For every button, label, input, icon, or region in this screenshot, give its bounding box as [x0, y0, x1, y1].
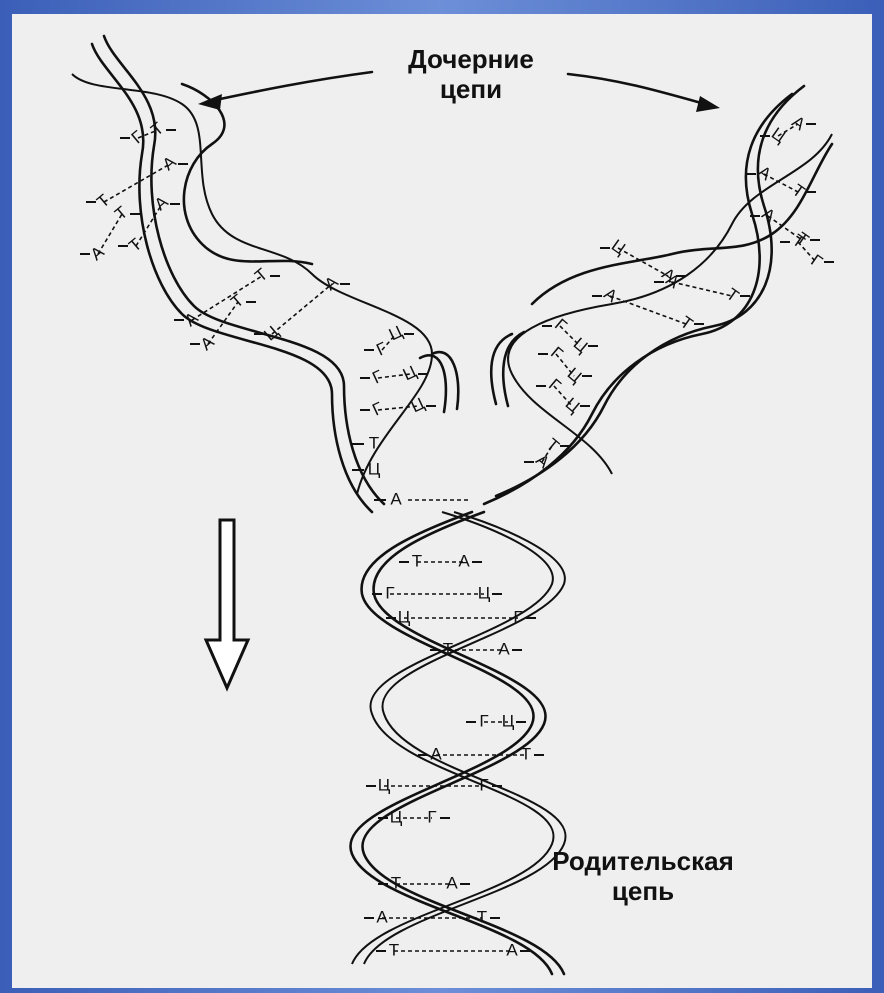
parent-pair-9-left-base: А [376, 907, 388, 926]
fork-left-pair-2-right-base: Ц [408, 394, 428, 417]
parent-pair-10-left-base: Т [389, 940, 399, 959]
left-daughter-pair-5-left-base: Т [93, 191, 113, 212]
parent-pair-0-left-base: Т [412, 551, 422, 570]
fork-right-pair-1-left-base: Г [547, 343, 566, 363]
right-daughter-pair-4-left-base: Ц [768, 124, 790, 147]
left-daughter-pair-3-right-base: Т [111, 203, 131, 224]
parent-pair-2-right-base: Г [513, 607, 522, 626]
right-daughter-pair-0-left-base: Ц [608, 236, 630, 259]
fork-right-pair-2-left-base: Г [545, 375, 564, 395]
arrow-right-daughter [568, 74, 712, 106]
right-daughter-pair-1-right-base: Т [723, 284, 742, 306]
parent-pair-4-right-base: Ц [502, 711, 515, 730]
left-daughter-pair-0-left-base: А [197, 332, 218, 354]
parent-pair-8-left-base: Т [391, 873, 401, 892]
parent-pair-8-right-base: А [446, 873, 458, 892]
left-daughter-pair-6-right-base: Т [147, 119, 167, 140]
left-daughter-pair-1-right-base: Т [251, 265, 271, 286]
parent-pair-7-right-base: Г [427, 807, 436, 826]
fork-unpaired-base-0: Т [369, 433, 379, 452]
parent-pair-1-right-base: Ц [478, 583, 491, 602]
right-daughter-pair-6-right-base: Г [807, 251, 825, 272]
left-daughter-pair-2-left-base: Ц [260, 322, 282, 345]
parent-pair-9-right-base: Т [477, 907, 487, 926]
parent-pair-5-right-base: Т [521, 744, 531, 763]
daughter-strands-label: Дочерние цепи [376, 44, 566, 104]
parent-strand-label-line1: Родительская [528, 846, 758, 876]
parent-pair-3-right-base: А [498, 639, 510, 658]
left-daughter-pair-3-bond [98, 214, 122, 254]
daughter-strands-label-line2: цепи [376, 74, 566, 104]
daughter-strands-label-line1: Дочерние [376, 44, 566, 74]
left-daughter-pair-4-left-base: Т [125, 235, 145, 256]
fork-left-pair-0-left-base: Г [373, 339, 389, 360]
parent-pair-4-left-base: Г [479, 711, 488, 730]
left-daughter-pair-3-left-base: А [87, 242, 108, 264]
parent-pair-1-left-base: Г [385, 583, 394, 602]
parent-pair-0-right-base: А [458, 551, 470, 570]
direction-arrow [206, 520, 248, 688]
fork-unpaired-base-1: Ц [368, 459, 381, 478]
arrow-left-daughter [206, 72, 372, 102]
fork-left-pair-2-left-base: Г [369, 399, 385, 420]
right-daughter-helix [484, 86, 832, 504]
fork-right-pair-0-right-base: Ц [570, 334, 592, 357]
fork-unpaired-base-2: А [390, 489, 402, 508]
right-daughter-pair-1-bond [672, 282, 732, 296]
parent-pair-6-right-base: Г [479, 775, 488, 794]
right-daughter-pair-5-left-base: А [758, 204, 779, 226]
parent-pair-6-left-base: Ц [378, 775, 391, 794]
right-daughter-pair-2-bond [610, 296, 686, 324]
left-daughter-pair-5-right-base: А [159, 152, 180, 174]
arrow-right-head [696, 96, 720, 112]
parent-strand-label-line2: цепь [528, 876, 758, 906]
parent-pair-5-left-base: А [430, 744, 442, 763]
parent-pair-2-left-base: Ц [398, 607, 411, 626]
left-daughter-pair-2-bond [272, 284, 332, 334]
left-daughter-pair-0-right-base: Т [227, 291, 247, 312]
parent-pair-10-right-base: А [506, 940, 518, 959]
fork-left-pair-0-right-base: Ц [386, 322, 406, 345]
fork-left-pair-1-right-base: Ц [400, 362, 420, 385]
parent-pair-7-left-base: Ц [390, 807, 403, 826]
parent-strand-label: Родительская цепь [528, 846, 758, 906]
parent-pair-3-left-base: Т [443, 639, 453, 658]
fork-left-pair-1-left-base: Г [369, 367, 385, 388]
